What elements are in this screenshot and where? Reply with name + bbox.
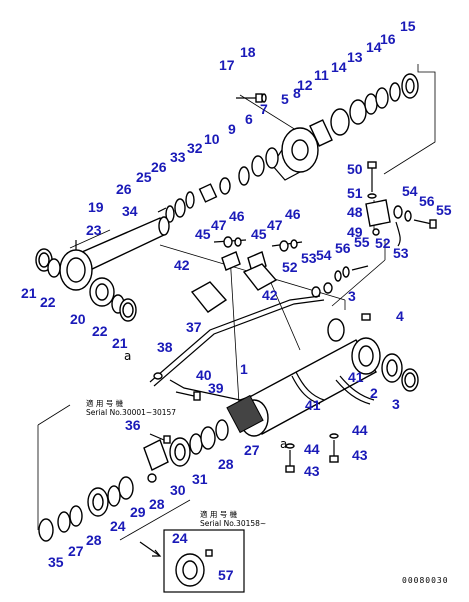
- callout-37: 37: [186, 319, 202, 335]
- callout-44: 44: [304, 441, 320, 457]
- applicability-note-early: 適 用 号 機 Serial No.30001~30157: [86, 398, 176, 417]
- callout-53: 53: [393, 245, 409, 261]
- callout-46: 46: [229, 208, 245, 224]
- callout-16: 16: [380, 31, 396, 47]
- callout-54: 54: [316, 247, 332, 263]
- callout-20: 20: [70, 311, 86, 327]
- pipe-clamps: [190, 263, 278, 313]
- callout-9: 9: [228, 121, 236, 137]
- callout-7: 7: [260, 101, 268, 117]
- callout-10: 10: [204, 131, 220, 147]
- callout-4: 4: [396, 308, 404, 324]
- callout-1: 1: [240, 361, 248, 377]
- callout-46: 46: [285, 206, 301, 222]
- callout-54: 54: [402, 183, 418, 199]
- inset-later-serial: [139, 529, 245, 593]
- callout-28: 28: [149, 496, 165, 512]
- callout-35: 35: [48, 554, 64, 570]
- callout-29: 29: [130, 504, 146, 520]
- callout-labels: 17 18 15 16 14 13 14 11 12 8 5 7 6 9 10 …: [21, 18, 452, 583]
- callout-28: 28: [86, 532, 102, 548]
- callout-21: 21: [112, 335, 128, 351]
- callout-32: 32: [187, 140, 203, 156]
- callout-33: 33: [170, 149, 186, 165]
- callout-14: 14: [366, 39, 382, 55]
- callout-57: 57: [218, 567, 234, 583]
- callout-24: 24: [172, 530, 188, 546]
- callout-27: 27: [68, 543, 84, 559]
- callout-26: 26: [151, 159, 167, 175]
- callout-45: 45: [195, 226, 211, 242]
- callout-51: 51: [347, 185, 363, 201]
- callout-22: 22: [40, 294, 56, 310]
- callout-43: 43: [352, 447, 368, 463]
- note-heading: 適 用 号 機: [86, 398, 124, 408]
- callout-12: 12: [297, 77, 313, 93]
- callout-41: 41: [348, 369, 364, 385]
- valve-block-group: [365, 161, 437, 247]
- callout-3: 3: [348, 288, 356, 304]
- callout-38: 38: [157, 339, 173, 355]
- callout-39: 39: [208, 380, 224, 396]
- callout-24: 24: [110, 518, 126, 534]
- cylinder-head-group: [157, 73, 419, 223]
- callout-52: 52: [375, 235, 391, 251]
- callout-5: 5: [281, 91, 289, 107]
- piston-rod: [35, 216, 170, 322]
- callout-11: 11: [314, 67, 329, 83]
- callout-28: 28: [218, 456, 234, 472]
- callout-23: 23: [86, 222, 102, 238]
- callout-27: 27: [244, 442, 260, 458]
- callout-44: 44: [352, 422, 368, 438]
- callout-42: 42: [174, 257, 190, 273]
- note-heading: 適 用 号 機: [200, 509, 238, 519]
- callout-19: 19: [88, 199, 104, 215]
- callout-18: 18: [240, 44, 256, 60]
- callout-14: 14: [331, 59, 347, 75]
- callout-56: 56: [419, 193, 435, 209]
- callout-41: 41: [305, 397, 321, 413]
- callout-53: 53: [301, 250, 317, 266]
- callout-50: 50: [347, 161, 363, 177]
- callout-3: 3: [392, 396, 400, 412]
- callout-56: 56: [335, 240, 351, 256]
- callout-25: 25: [136, 169, 152, 185]
- callout-15: 15: [400, 18, 416, 34]
- callout-8: 8: [293, 85, 301, 101]
- callout-45: 45: [251, 226, 267, 242]
- point-label-a: a: [124, 349, 131, 363]
- note-serial-range: Serial No.30001~30157: [86, 408, 176, 417]
- callout-30: 30: [170, 482, 186, 498]
- callout-40: 40: [196, 367, 212, 383]
- callout-42: 42: [262, 287, 278, 303]
- callout-22: 22: [92, 323, 108, 339]
- callout-26: 26: [116, 181, 132, 197]
- callout-2: 2: [370, 385, 378, 401]
- callout-31: 31: [192, 471, 208, 487]
- callout-47: 47: [267, 217, 283, 233]
- drawing-number: 00080030: [402, 576, 449, 585]
- callout-55: 55: [436, 202, 452, 218]
- callout-6: 6: [245, 111, 253, 127]
- piston-group: [37, 404, 229, 542]
- callout-47: 47: [211, 217, 227, 233]
- callout-13: 13: [347, 49, 363, 65]
- callout-34: 34: [122, 203, 138, 219]
- callout-17: 17: [219, 57, 235, 73]
- callout-48: 48: [347, 204, 363, 220]
- callout-43: 43: [304, 463, 320, 479]
- callout-36: 36: [125, 417, 141, 433]
- callout-21: 21: [21, 285, 37, 301]
- bolt-group-lower: [153, 372, 201, 401]
- note-serial-range: Serial No.30158~: [200, 519, 266, 528]
- callout-55: 55: [354, 234, 370, 250]
- applicability-note-later: 適 用 号 機 Serial No.30158~: [200, 509, 266, 528]
- callout-49: 49: [347, 224, 363, 240]
- callout-52: 52: [282, 259, 298, 275]
- point-label-a: a: [280, 437, 287, 451]
- cylinder-tube: [226, 313, 419, 437]
- clamp-group: [213, 236, 369, 298]
- bolt-group-43-44: [285, 433, 339, 473]
